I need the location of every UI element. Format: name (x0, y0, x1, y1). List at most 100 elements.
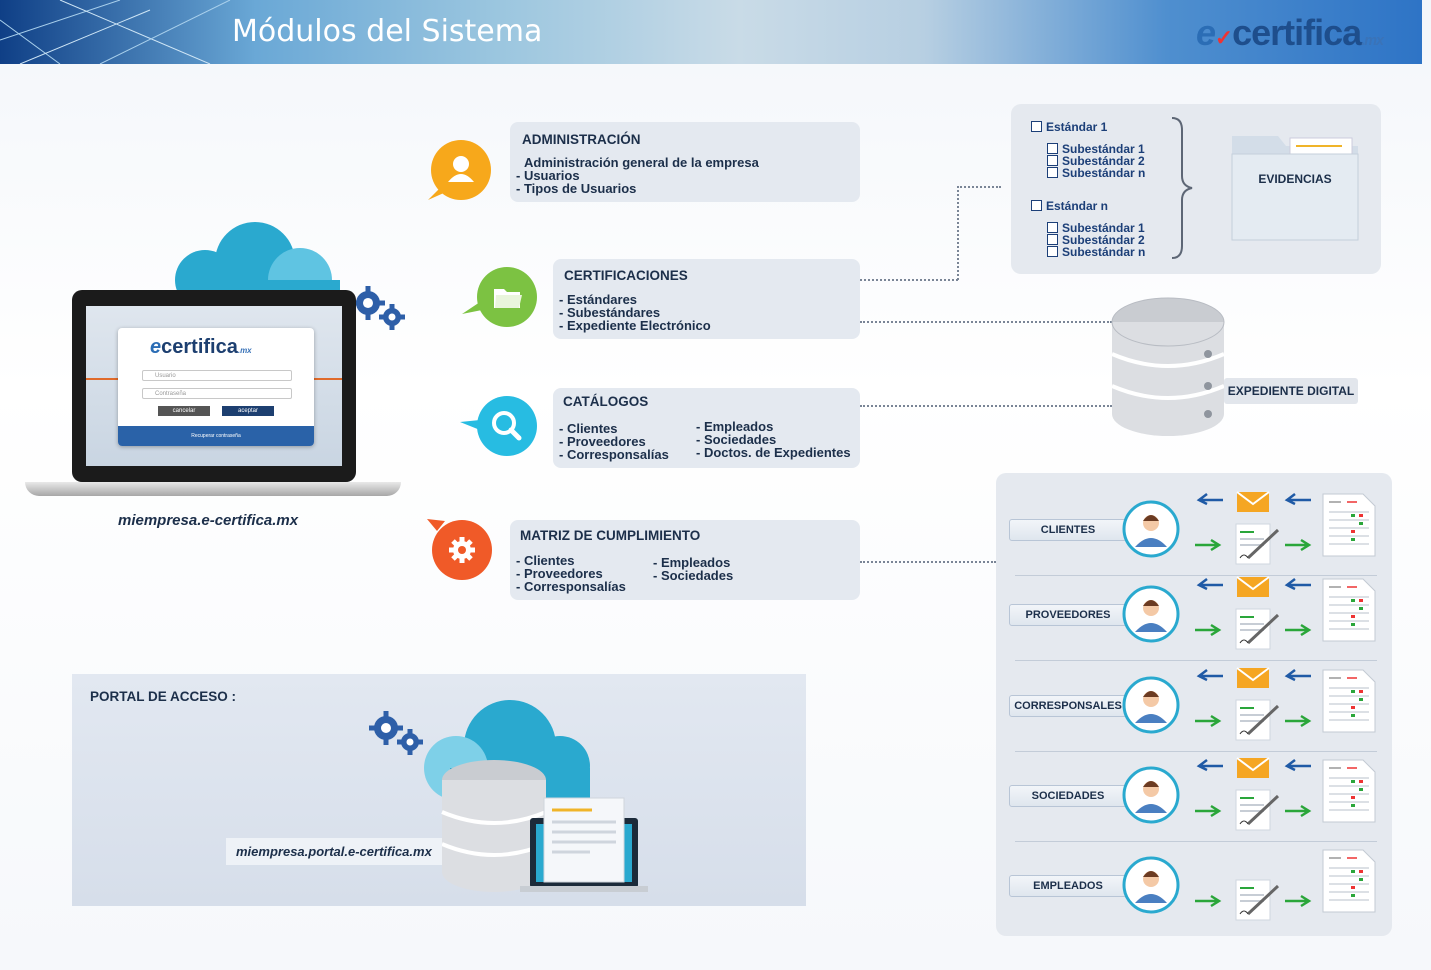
monitor-document-icon (520, 797, 648, 892)
module-line: - Expediente Electrónico (559, 318, 711, 333)
module-title: MATRIZ DE CUMPLIMIENTO (520, 528, 701, 543)
username-field[interactable]: Usuario (142, 370, 292, 381)
admin-bubble-tail (428, 186, 446, 200)
row-divider (1015, 660, 1377, 661)
arrow-right-icon (1285, 623, 1312, 637)
module-line: - Tipos de Usuarios (516, 181, 637, 196)
gear-icon (432, 520, 492, 580)
arrow-right-icon (1195, 714, 1222, 728)
checkbox-icon (1047, 222, 1058, 233)
connector-line (957, 186, 959, 280)
arrow-left-icon (1284, 493, 1311, 506)
laptop: ecertifica.mx Usuario Contraseña cancela… (72, 290, 356, 482)
module-catalogos: CATÁLOGOS - Clientes - Proveedores - Cor… (553, 388, 860, 468)
row-divider (1015, 575, 1377, 576)
employees-avatar-icon (1122, 856, 1180, 914)
connector-line (860, 321, 1112, 323)
connector-line (957, 186, 1001, 188)
arrow-right-icon (1285, 538, 1312, 552)
connector-line (860, 279, 958, 281)
cancel-button[interactable]: cancelar (158, 406, 210, 416)
cert-bubble-tail (462, 302, 482, 314)
module-line: - Sociedades (653, 568, 734, 583)
checkbox-icon (1031, 200, 1042, 211)
module-line: - Subestándares (559, 305, 661, 320)
module-line: - Proveedores (559, 434, 646, 449)
connector-line (860, 561, 996, 563)
envelope-icon (1236, 757, 1270, 778)
header-decoration (0, 0, 231, 64)
standard-n: Estándar n (1031, 199, 1108, 213)
providers-avatar-icon (1122, 585, 1180, 643)
signed-document-icon (1235, 699, 1280, 741)
substandard: Subestándar 1 (1047, 142, 1145, 156)
report-document-icon (1322, 759, 1376, 823)
clients-avatar-icon (1122, 500, 1180, 558)
module-matriz: MATRIZ DE CUMPLIMIENTO - Clientes - Prov… (510, 520, 860, 600)
signed-document-icon (1235, 879, 1280, 921)
module-line: - Corresponsalías (559, 447, 669, 462)
entity-label: CORRESPONSALES (1009, 695, 1127, 717)
correspondents-avatar-icon (1122, 676, 1180, 734)
database-icon (1111, 297, 1225, 436)
handshake-icon (1122, 766, 1180, 824)
portal-title: PORTAL DE ACCESO : (90, 689, 237, 704)
arrow-right-icon (1285, 714, 1312, 728)
arrow-right-icon (1285, 894, 1312, 908)
module-line: - Clientes (559, 421, 618, 436)
password-field[interactable]: Contraseña (142, 388, 292, 399)
report-document-icon (1322, 669, 1376, 733)
substandard: Subestándar n (1047, 245, 1145, 259)
envelope-icon (1236, 491, 1270, 512)
evidencias-label: EVIDENCIAS (1258, 172, 1332, 186)
checkbox-icon (1047, 234, 1058, 245)
arrow-right-icon (1285, 804, 1312, 818)
signed-document-icon (1235, 608, 1280, 650)
matriz-bubble-tail (427, 519, 445, 531)
checkbox-icon (1031, 121, 1042, 132)
arrow-left-icon (1196, 578, 1223, 591)
module-line: - Estándares (559, 292, 638, 307)
arrow-left-icon (1196, 493, 1223, 506)
laptop-base (25, 482, 401, 496)
arrow-right-icon (1195, 623, 1222, 637)
module-title: ADMINISTRACIÓN (522, 132, 641, 147)
module-certificaciones: CERTIFICACIONES - Estándares - Subestánd… (553, 259, 860, 339)
arrow-right-icon (1195, 894, 1222, 908)
checkbox-icon (1047, 155, 1058, 166)
entity-label: CLIENTES (1009, 519, 1127, 541)
page-title: Módulos del Sistema (232, 14, 543, 49)
catalog-bubble-tail (460, 420, 480, 430)
folder-icon (477, 267, 537, 327)
arrow-left-icon (1284, 759, 1311, 772)
report-document-icon (1322, 849, 1376, 913)
connector-line (860, 405, 1112, 407)
checkbox-icon (1047, 246, 1058, 257)
login-card: ecertifica.mx Usuario Contraseña cancela… (118, 328, 314, 446)
substandard: Subestándar 2 (1047, 154, 1145, 168)
module-title: CATÁLOGOS (563, 394, 649, 409)
module-title: CERTIFICACIONES (564, 268, 688, 283)
folder-evidencias-icon (1231, 136, 1359, 241)
accept-button[interactable]: aceptar (222, 406, 274, 416)
row-divider (1015, 841, 1377, 842)
module-line: - Corresponsalías (516, 579, 626, 594)
envelope-icon (1236, 576, 1270, 597)
module-line: - Proveedores (516, 566, 603, 581)
gears-icon (351, 286, 405, 330)
entity-label: SOCIEDADES (1009, 785, 1127, 807)
arrow-right-icon (1195, 804, 1222, 818)
recover-password-link[interactable]: Recuperar contraseña (118, 426, 314, 446)
module-line: - Empleados (653, 555, 731, 570)
entity-label: PROVEEDORES (1009, 604, 1127, 626)
envelope-icon (1236, 667, 1270, 688)
brand-logo: e✓certifica.mx (1196, 12, 1384, 53)
module-line: Administración general de la empresa (524, 155, 759, 170)
arrow-left-icon (1196, 759, 1223, 772)
substandard: Subestándar 2 (1047, 233, 1145, 247)
company-url[interactable]: miempresa.e-certifica.mx (118, 512, 299, 529)
portal-url[interactable]: miempresa.portal.e-certifica.mx (226, 838, 442, 865)
arrow-left-icon (1284, 669, 1311, 682)
module-administracion: ADMINISTRACIÓN Administración general de… (510, 122, 860, 202)
report-document-icon (1322, 493, 1376, 557)
